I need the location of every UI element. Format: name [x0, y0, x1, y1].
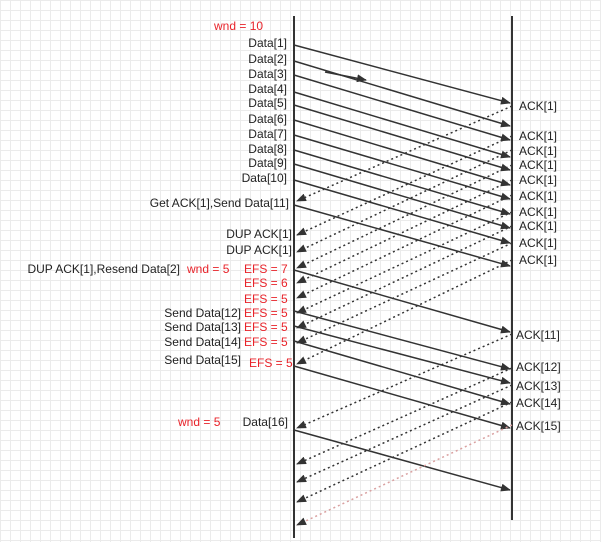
label-data-6: Data[6] — [248, 112, 287, 126]
label-ack-13: ACK[13] — [516, 379, 561, 393]
label-efs-5-e: EFS = 5 — [249, 356, 293, 370]
label-data-4: Data[4] — [248, 82, 287, 96]
label-ack-12: ACK[12] — [516, 360, 561, 374]
segment-data-14 — [293, 340, 511, 406]
segment-data-11 — [293, 204, 511, 268]
ack-line-12 — [296, 367, 513, 465]
label-data-9: Data[9] — [248, 156, 287, 170]
ack-line-4 — [296, 164, 513, 269]
segment-data-6 — [293, 119, 511, 187]
label-ack-1-d: ACK[1] — [519, 158, 557, 172]
label-ack-1-f: ACK[1] — [519, 189, 557, 203]
segment-resend-data-2 — [293, 269, 511, 334]
receiver-labels: ACK[1] ACK[1] ACK[1] ACK[1] ACK[1] ACK[1… — [516, 99, 561, 433]
label-data-1: Data[1] — [248, 36, 287, 50]
segment-data-16 — [293, 429, 511, 492]
label-ack-1-h: ACK[1] — [519, 219, 557, 233]
label-wnd-5-a: wnd = 5 — [186, 262, 230, 276]
label-efs-6: EFS = 6 — [244, 276, 288, 290]
sender-labels: Data[1] Data[2] Data[3] Data[4] Data[5] … — [27, 36, 292, 429]
ack-line-6 — [296, 194, 513, 299]
label-efs-7: EFS = 7 — [244, 262, 288, 276]
label-data-8: Data[8] — [248, 142, 287, 156]
label-send-data-13: Send Data[13] — [164, 320, 241, 334]
ack-line-8 — [296, 225, 513, 329]
segment-data-9 — [293, 163, 511, 230]
ack-line-1 — [296, 105, 513, 202]
label-dup-ack-1: DUP ACK[1] — [226, 227, 292, 241]
label-send-data-14: Send Data[14] — [164, 335, 241, 349]
ack-line-14 — [296, 401, 513, 503]
label-ack-1-i: ACK[1] — [519, 236, 557, 250]
ack-line-11 — [296, 333, 513, 429]
state-labels: wnd = 10 wnd = 5 EFS = 7 EFS = 6 EFS = 5… — [177, 19, 293, 429]
label-send-data-15: Send Data[15] — [164, 353, 241, 367]
label-ack-14: ACK[14] — [516, 396, 561, 410]
segment-data-5 — [293, 104, 511, 172]
label-wnd-10: wnd = 10 — [213, 19, 263, 33]
label-efs-5-b: EFS = 5 — [244, 306, 288, 320]
segment-data-8 — [293, 149, 511, 216]
label-data-5: Data[5] — [248, 96, 287, 110]
label-get-ack-send-11: Get ACK[1],Send Data[11] — [150, 196, 289, 210]
ack-line-13 — [296, 384, 513, 483]
label-efs-5-c: EFS = 5 — [244, 320, 288, 334]
label-ack-15: ACK[15] — [516, 419, 561, 433]
segment-data-4 — [293, 91, 511, 159]
label-ack-1-e: ACK[1] — [519, 173, 557, 187]
label-data-2: Data[2] — [248, 52, 287, 66]
ack-line-2 — [296, 135, 513, 236]
label-data-10: Data[10] — [242, 171, 287, 185]
label-ack-11: ACK[11] — [516, 328, 560, 342]
segment-data-3 — [293, 74, 511, 142]
data-segments — [293, 44, 511, 492]
label-data-7: Data[7] — [248, 127, 287, 141]
label-ack-1-a: ACK[1] — [519, 99, 557, 113]
label-efs-5-d: EFS = 5 — [244, 335, 288, 349]
segment-data-2 — [293, 60, 511, 128]
segment-data-12 — [293, 310, 511, 371]
segment-data-10 — [293, 179, 511, 245]
label-ack-1-j: ACK[1] — [519, 253, 557, 267]
label-dup-ack-2: DUP ACK[1] — [226, 243, 292, 257]
ack-segments — [296, 105, 513, 526]
label-efs-5-a: EFS = 5 — [244, 292, 288, 306]
segment-data-15 — [293, 365, 511, 430]
label-wnd-5-b: wnd = 5 — [177, 415, 221, 429]
ack-line-5 — [296, 179, 513, 284]
label-ack-1-g: ACK[1] — [519, 205, 557, 219]
label-dup-ack-resend: DUP ACK[1],Resend Data[2] — [27, 262, 180, 276]
label-data-16: Data[16] — [243, 415, 288, 429]
segment-data-7 — [293, 134, 511, 201]
segment-data-13 — [293, 325, 511, 385]
ack-line-7 — [296, 211, 513, 314]
label-send-data-12: Send Data[12] — [164, 306, 241, 320]
label-ack-1-b: ACK[1] — [519, 129, 557, 143]
label-ack-1-c: ACK[1] — [519, 144, 557, 158]
segment-data-1 — [293, 44, 511, 105]
label-data-3: Data[3] — [248, 67, 287, 81]
ack-line-9 — [296, 242, 513, 344]
